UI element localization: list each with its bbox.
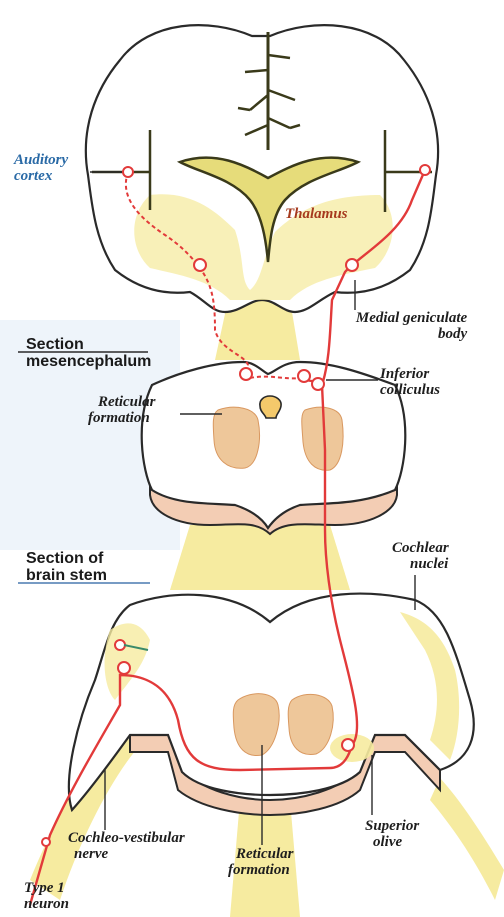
section-brain-stem-title: Section of brain stem	[26, 550, 107, 584]
midbrain-section	[142, 362, 406, 534]
synapse-superior-olive	[342, 739, 354, 751]
label-thalamus: Thalamus	[285, 206, 348, 222]
label-reticular-formation-low: Reticular formation	[228, 846, 294, 878]
label-inferior-colliculus: Inferior colliculus	[380, 366, 440, 398]
synapse-mgb-right	[346, 259, 358, 271]
label-medial-geniculate: Medial geniculate body	[338, 310, 467, 342]
cerebrum-section	[86, 25, 438, 312]
synapse-auditory-cortex-right	[420, 165, 430, 175]
label-superior-olive: Superior olive	[365, 818, 419, 850]
lower-column	[170, 525, 350, 590]
midbrain-reticular-left	[213, 407, 259, 468]
neuron-cell-body	[42, 838, 50, 846]
synapse-mgb-left	[194, 259, 206, 271]
synapse-cochlear-upper	[115, 640, 125, 650]
label-type1-neuron: Type 1 neuron	[24, 880, 69, 912]
synapse-auditory-cortex-left	[123, 167, 133, 177]
synapse-cochlear-lower	[118, 662, 130, 674]
label-reticular-formation-mid: Reticular formation	[88, 394, 156, 426]
label-cochlear-nuclei: Cochlear nuclei	[392, 540, 449, 572]
synapse-ic-mid	[298, 370, 310, 382]
synapse-ic-right	[312, 378, 324, 390]
right-yellow-tract	[430, 778, 504, 900]
label-cochleo-vestibular-nerve: Cochleo-vestibular nerve	[68, 830, 185, 862]
label-auditory-cortex: Auditory cortex	[14, 152, 68, 184]
section-mesencephalum-title: Section mesencephalum	[26, 336, 151, 370]
synapse-ic-left	[240, 368, 252, 380]
